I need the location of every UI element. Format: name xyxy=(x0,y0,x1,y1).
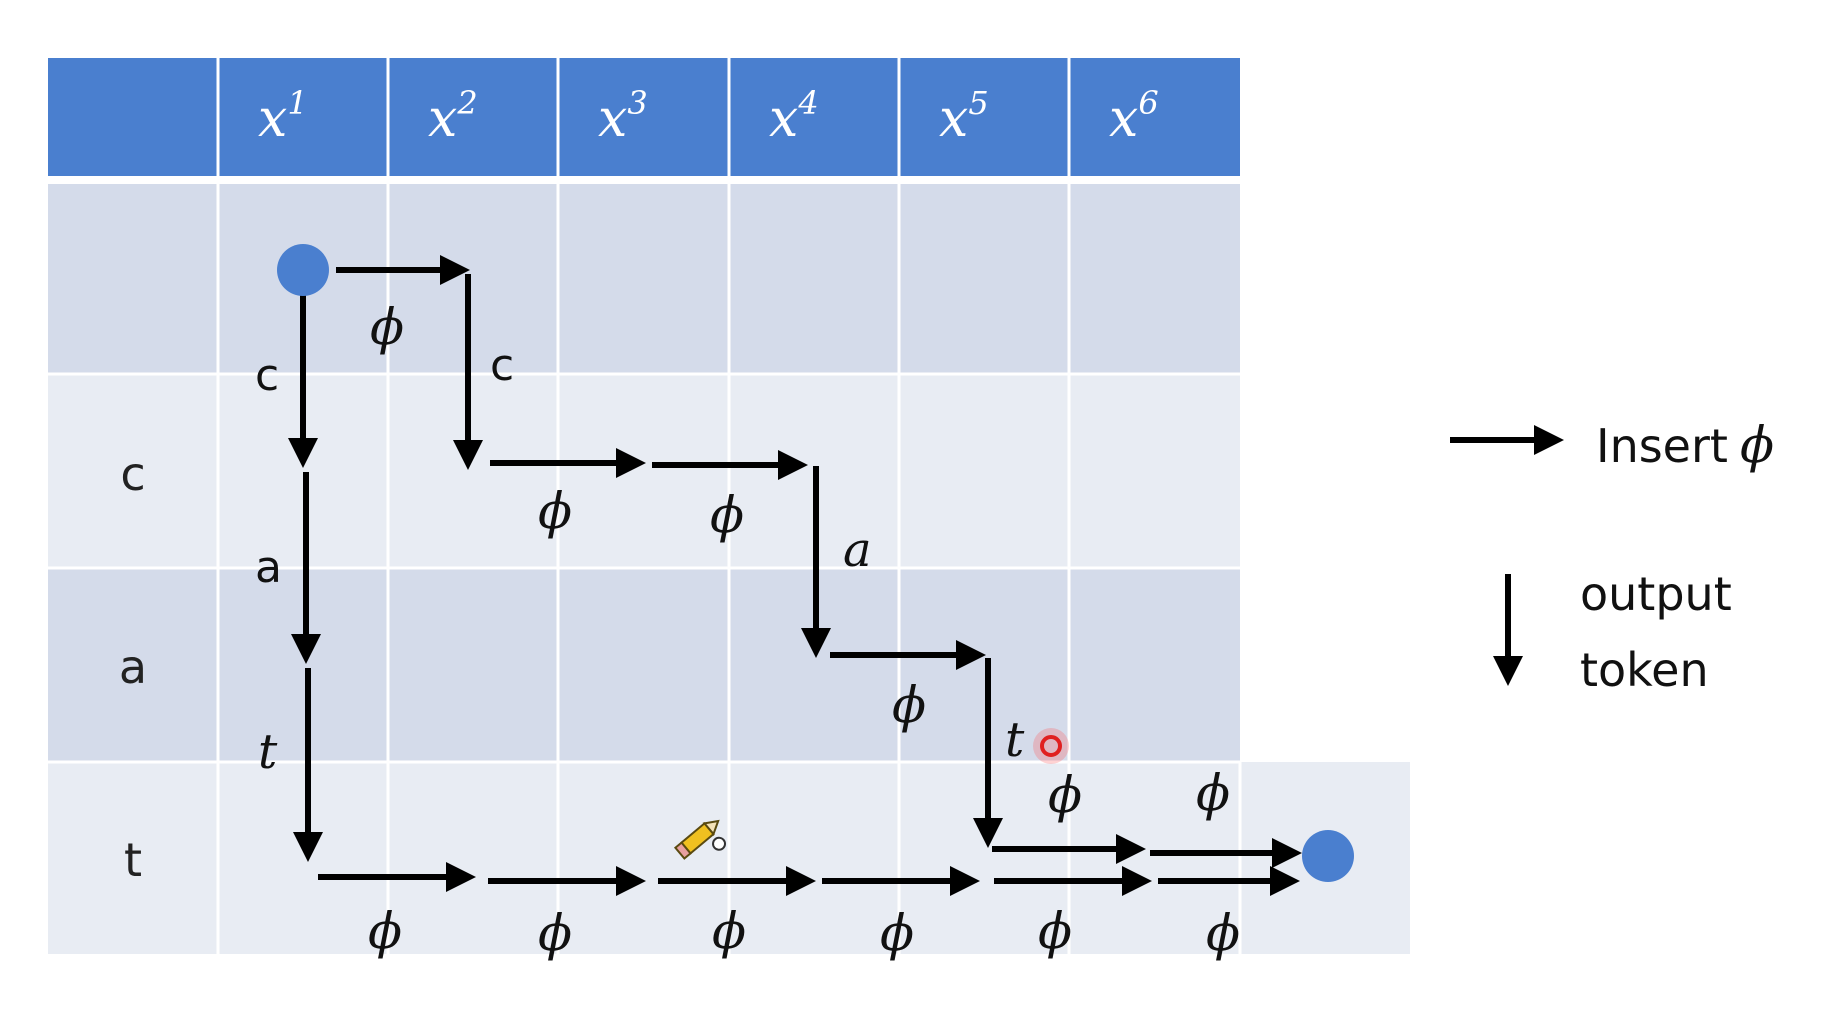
phi-label-c-1: ϕ xyxy=(538,482,572,540)
path-labels: c a t c a t ϕ ϕ ϕ ϕ ϕ ϕ ϕ ϕ ϕ ϕ ϕ ϕ xyxy=(255,298,1240,962)
col-label-x3: x3 xyxy=(598,84,648,149)
phi-label-bottom-3: ϕ xyxy=(712,902,746,960)
phi-label-bottom-6: ϕ xyxy=(1206,904,1240,962)
phi-label-bottom-5: ϕ xyxy=(1038,902,1072,960)
legend-output-label-line2: token xyxy=(1580,643,1709,697)
alignment-paths xyxy=(288,255,1302,896)
end-node xyxy=(1302,830,1354,882)
token-label-t-upper: t xyxy=(1005,712,1025,768)
phi-label-bottom-1: ϕ xyxy=(368,902,402,960)
col-label-x4: x4 xyxy=(769,84,819,149)
row-label-t: t xyxy=(124,833,142,887)
row-a xyxy=(48,568,1240,762)
start-node xyxy=(277,244,329,296)
token-label-c-left: c xyxy=(255,350,279,401)
phi-label-bottom-2: ϕ xyxy=(538,904,572,962)
header-row xyxy=(48,58,1240,176)
row-label-c: c xyxy=(120,447,145,501)
token-label-a-left: a xyxy=(255,542,282,593)
header-labels: x1 x2 x3 x4 x5 x6 xyxy=(258,84,1159,149)
token-label-t-left: t xyxy=(258,724,278,780)
phi-label-a-1: ϕ xyxy=(892,676,926,734)
pencil-cursor-icon xyxy=(673,819,727,860)
col-label-x6: x6 xyxy=(1109,84,1159,149)
row-labels: c a t xyxy=(119,447,147,887)
phi-label-c-2: ϕ xyxy=(710,486,744,544)
row-blank xyxy=(48,184,1240,374)
alignment-table: x1 x2 x3 x4 x5 x6 c a t xyxy=(48,58,1410,954)
token-label-a-upper: a xyxy=(843,522,872,578)
col-label-x5: x5 xyxy=(939,84,989,149)
col-label-x1: x1 xyxy=(258,84,308,149)
legend-output-label-line1: output xyxy=(1580,567,1732,621)
column-separators xyxy=(48,58,1242,954)
row-c xyxy=(48,374,1240,568)
phi-label-t-1: ϕ xyxy=(1048,766,1082,824)
row-label-a: a xyxy=(119,640,147,694)
phi-label-top-1: ϕ xyxy=(370,298,404,356)
phi-label-bottom-4: ϕ xyxy=(880,904,914,962)
token-label-c-upper: c xyxy=(490,340,514,391)
col-label-x2: x2 xyxy=(428,84,478,149)
laser-pointer-icon xyxy=(1033,728,1069,764)
phi-label-t-2: ϕ xyxy=(1196,764,1230,822)
